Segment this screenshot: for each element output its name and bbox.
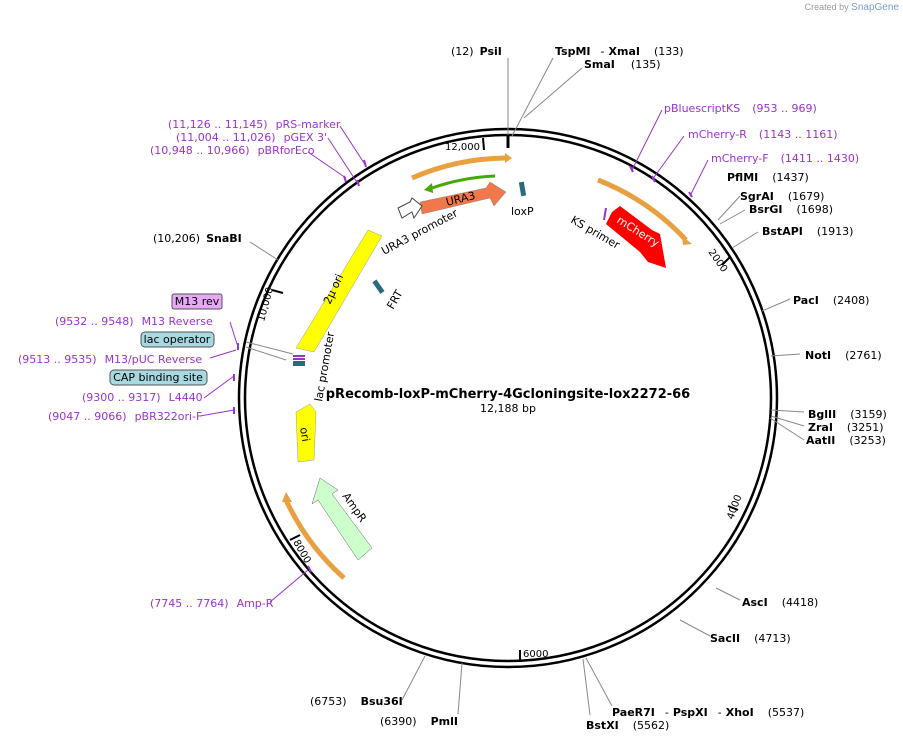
primer-labels: pBluescriptKS(953 .. 969) mCherry-R(1143… bbox=[18, 102, 859, 610]
mcherry-feature bbox=[606, 206, 666, 268]
enzyme-tspmi-xmai: TspMI-XmaI(133) bbox=[555, 45, 684, 58]
enzyme-bglii: BglII(3159) bbox=[808, 408, 887, 421]
boxed-cap-binding-site: CAP binding site bbox=[109, 369, 208, 386]
primer-mcherry-r: mCherry-R(1143 .. 1161) bbox=[688, 128, 837, 141]
boxed-lac-operator: lac operator bbox=[140, 331, 215, 348]
primer-l4440: (9300 .. 9317)L4440 bbox=[82, 391, 203, 404]
box-lac-operator-label: lac operator bbox=[144, 333, 211, 346]
tick-12000: 12,000 bbox=[445, 142, 480, 153]
ampr-orf-arc bbox=[283, 498, 346, 580]
enzyme-noti: NotI(2761) bbox=[805, 349, 882, 362]
box-m13-rev-label: M13 rev bbox=[175, 295, 220, 308]
enzyme-pmli: (6390)PmlI bbox=[380, 715, 458, 728]
green-arrow bbox=[431, 174, 496, 190]
ura3-promoter-label: URA3 promoter bbox=[379, 206, 460, 257]
leader-lines bbox=[245, 57, 805, 716]
lac-promoter-cluster bbox=[293, 355, 305, 366]
primer-prs-marker: (11,126 .. 11,145)pRS-marker bbox=[168, 118, 341, 131]
tick-6000: 6000 bbox=[523, 649, 548, 660]
tick-marks bbox=[271, 137, 739, 662]
primer-m13-reverse: (9532 .. 9548)M13 Reverse bbox=[55, 315, 213, 328]
primer-leaders bbox=[199, 109, 709, 603]
enzyme-asci: AscI(4418) bbox=[742, 596, 818, 609]
primer-m13-puc-reverse: (9513 .. 9535)M13/pUC Reverse bbox=[18, 353, 202, 366]
enzyme-snabi: (10,206)SnaBI bbox=[153, 232, 242, 245]
ks-primer-mark bbox=[603, 207, 607, 221]
mcherry-orf-arc bbox=[597, 177, 688, 242]
ura3-feature bbox=[419, 181, 507, 215]
loxp-label: loxP bbox=[511, 205, 534, 218]
enzyme-zrai: ZraI(3251) bbox=[808, 421, 884, 434]
primer-ticks bbox=[233, 159, 693, 573]
frt-feature bbox=[372, 279, 385, 294]
enzyme-bstapi: BstAPI(1913) bbox=[762, 225, 853, 238]
enzyme-smai: SmaI(135) bbox=[584, 58, 661, 71]
enzyme-bsrgi: BsrGI(1698) bbox=[749, 203, 833, 216]
primer-pbluescriptks: pBluescriptKS(953 .. 969) bbox=[664, 102, 817, 115]
frt-label: FRT bbox=[384, 288, 405, 312]
plasmid-size: 12,188 bp bbox=[480, 402, 536, 415]
primer-mcherry-f: mCherry-F(1411 .. 1430) bbox=[711, 152, 859, 165]
enzyme-paci: PacI(2408) bbox=[793, 294, 869, 307]
ura3-orf-arrowhead bbox=[505, 153, 512, 163]
2mu-ori-feature bbox=[295, 229, 383, 353]
ura3-orf-arc bbox=[411, 155, 506, 181]
green-arrow-head bbox=[424, 183, 433, 193]
credit-brand: SnapGene bbox=[851, 2, 899, 13]
enzyme-sacii: SacII(4713) bbox=[710, 632, 791, 645]
ura3-label: URA3 bbox=[445, 189, 477, 209]
ampr-feature bbox=[311, 477, 373, 561]
tick-10000: 10,000 bbox=[256, 286, 276, 323]
primer-amp-r: (7745 .. 7764)Amp-R bbox=[150, 597, 274, 610]
loxp-feature bbox=[518, 181, 527, 197]
boxed-m13-rev: M13 rev bbox=[171, 293, 223, 310]
credit-prefix: Created by bbox=[804, 2, 849, 12]
ampr-orf-arrowhead bbox=[282, 492, 292, 502]
primer-pbr322ori-f: (9047 .. 9066)pBR322ori-F bbox=[48, 410, 202, 423]
enzyme-pflmi: PflMI(1437) bbox=[727, 171, 809, 184]
enzyme-bstxi: BstXI(5562) bbox=[586, 719, 669, 732]
plasmid-name: pRecomb-loxP-mCherry-4Gcloningsite-lox22… bbox=[326, 387, 690, 402]
enzyme-sgrai: SgrAI(1679) bbox=[740, 190, 824, 203]
ori-feature bbox=[295, 403, 317, 463]
mcherry-orf-arrowhead bbox=[682, 236, 692, 245]
ura3-promoter-feature bbox=[397, 197, 423, 220]
enzyme-psii: (12)PsiI bbox=[451, 45, 502, 58]
enzyme-paer7i-pspxi-xhoi: PaeR7I-PspXI-XhoI(5537) bbox=[612, 706, 804, 719]
enzyme-aatii: AatII(3253) bbox=[806, 434, 886, 447]
box-cap-binding-label: CAP binding site bbox=[113, 371, 203, 384]
enzyme-bsu36i: (6753)Bsu36I bbox=[310, 695, 403, 708]
snapgene-credit: Created by SnapGene bbox=[805, 2, 899, 13]
primer-pgex3: (11,004 .. 11,026)pGEX 3' bbox=[176, 131, 327, 144]
ori-label: ori bbox=[297, 426, 312, 442]
enzyme-labels: (12)PsiI TspMI-XmaI(133) SmaI(135) PflMI… bbox=[153, 45, 887, 732]
primer-pbrforeco: (10,948 .. 10,966)pBRforEco bbox=[150, 144, 315, 157]
